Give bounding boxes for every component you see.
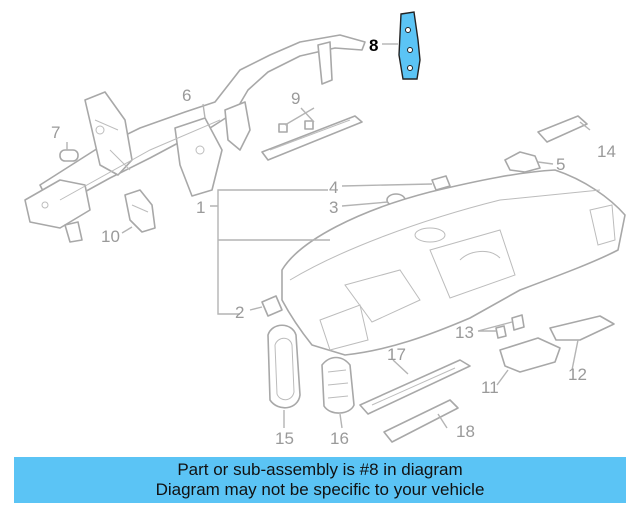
callout-5: 5 [556, 155, 565, 174]
part-8-highlighted-bracket [398, 11, 421, 80]
part-12-lower-cover [549, 315, 615, 341]
part-5-vent [504, 151, 541, 173]
callout-15: 15 [275, 429, 294, 448]
callout-4: 4 [329, 178, 338, 197]
callout-13: 13 [455, 323, 474, 342]
part-18-lower-trim [383, 399, 459, 443]
part-10-bracket [124, 189, 156, 233]
part-14-trim-strip [537, 115, 588, 143]
info-banner: Part or sub-assembly is #8 in diagram Di… [14, 457, 626, 503]
part-11-lower-panel [499, 337, 561, 373]
callout-14: 14 [597, 142, 616, 161]
part-6-support-frame [24, 34, 366, 243]
banner-line-2: Diagram may not be specific to your vehi… [155, 480, 485, 499]
callout-2: 2 [235, 303, 244, 322]
callout-16: 16 [330, 429, 349, 448]
part-17-knee-bolster [359, 359, 471, 415]
part-13-clips [495, 314, 525, 339]
part-1-instrument-panel [281, 169, 626, 356]
callout-7: 7 [51, 123, 60, 142]
banner-line-1: Part or sub-assembly is #8 in diagram [177, 460, 463, 479]
part-4-clip [431, 175, 451, 191]
callout-1: 1 [196, 198, 205, 217]
callout-3: 3 [329, 198, 338, 217]
callouts: 8 6 7 9 14 5 4 3 1 10 2 13 17 11 12 18 1… [51, 36, 616, 448]
callout-8: 8 [369, 36, 378, 55]
part-9-brace [261, 115, 363, 161]
part-15-glove-box-door [267, 324, 301, 409]
part-16-glove-box [321, 356, 355, 414]
callout-12: 12 [568, 365, 587, 384]
callout-18: 18 [456, 422, 475, 441]
part-7-bushing [59, 149, 79, 162]
leader-lines [66, 43, 591, 429]
callout-17: 17 [387, 345, 406, 364]
callout-11: 11 [481, 378, 499, 397]
parts-diagram: 8 6 7 9 14 5 4 3 1 10 2 13 17 11 12 18 1… [24, 11, 626, 448]
callout-10: 10 [101, 227, 120, 246]
callout-9: 9 [291, 89, 300, 108]
callout-6: 6 [182, 86, 191, 105]
part-2-clip [261, 295, 283, 317]
